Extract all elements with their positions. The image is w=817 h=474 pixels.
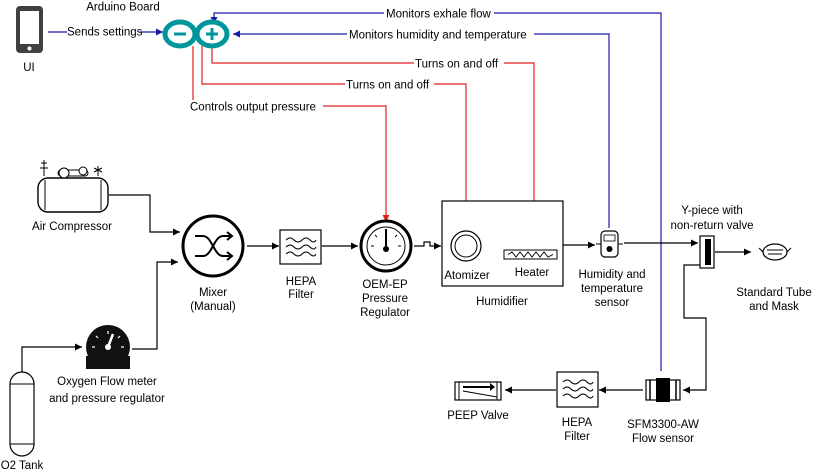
hepa-filter-icon [556, 371, 599, 408]
o2-tank-icon [9, 371, 35, 457]
label-peep: PEEP Valve [447, 410, 509, 422]
edge-label-turns-on-off-1: Turns on and off [415, 59, 499, 71]
edge-label-sends-settings: Sends settings [67, 27, 143, 39]
label-hts-3: sensor [595, 297, 630, 309]
flow-regulator-humidifier [414, 241, 441, 250]
turns-on-off-atomizer-line [201, 46, 470, 228]
y-piece-icon [699, 235, 715, 269]
atomizer-icon [450, 230, 482, 262]
label-air-compressor: Air Compressor [32, 221, 112, 233]
pressure-regulator-icon [359, 219, 413, 273]
label-sfm-2: Flow sensor [632, 433, 694, 445]
label-arduino: Arduino Board [86, 2, 160, 14]
label-hepa2-1: HEPA [562, 417, 593, 429]
label-regulator-2: Pressure [362, 293, 408, 305]
heater-icon [503, 249, 558, 260]
label-atomizer: Atomizer [444, 270, 490, 282]
mask-icon [758, 243, 792, 261]
flow-ypiece-sfm [683, 264, 707, 394]
edge-label-turns-on-off-2: Turns on and off [346, 80, 430, 92]
phone-icon [16, 6, 43, 53]
flow-sensor-icon [645, 378, 681, 402]
arduino-logo-icon [162, 19, 230, 49]
flow-o2tank-meter [21, 343, 82, 372]
label-mask-2: and Mask [749, 301, 799, 313]
label-hepa2-2: Filter [564, 431, 590, 443]
label-mask-1: Standard Tube [736, 287, 811, 299]
label-oxygen-meter-1: Oxygen Flow meter [57, 376, 157, 388]
turns-on-off-heater-line [211, 46, 538, 250]
air-compressor-icon [37, 160, 109, 213]
edge-label-controls-pressure: Controls output pressure [190, 102, 316, 114]
label-regulator-1: OEM-EP [362, 279, 408, 291]
label-humidifier: Humidifier [476, 296, 528, 308]
label-ui: UI [23, 62, 35, 74]
humidity-sensor-icon [596, 230, 623, 258]
mixer-icon [181, 214, 245, 278]
label-hepa1-2: Filter [288, 289, 314, 301]
controls-pressure-line [192, 46, 390, 222]
oxygen-gauge-icon [86, 325, 130, 369]
label-ypiece-2: non-return valve [670, 220, 753, 232]
label-ypiece-1: Y-piece with [681, 205, 743, 217]
edge-label-monitors-humidity: Monitors humidity and temperature [349, 30, 527, 42]
label-mixer-1: Mixer [199, 287, 227, 299]
label-heater: Heater [515, 267, 550, 279]
flow-compressor-mixer [109, 194, 180, 236]
label-hts-1: Humidity and [578, 269, 645, 281]
flow-meter-mixer [132, 258, 178, 350]
label-hepa1-1: HEPA [286, 276, 317, 288]
label-regulator-3: Regulator [360, 307, 410, 319]
edge-label-monitors-exhale: Monitors exhale flow [386, 9, 492, 21]
label-o2-tank: O2 Tank [1, 460, 44, 472]
label-hts-2: temperature [581, 283, 643, 295]
label-mixer-2: (Manual) [190, 301, 236, 313]
label-sfm-1: SFM3300-AW [627, 419, 699, 431]
hepa-filter-icon [279, 229, 322, 265]
label-oxygen-meter-2: and pressure regulator [49, 393, 165, 405]
peep-valve-icon [454, 381, 502, 401]
